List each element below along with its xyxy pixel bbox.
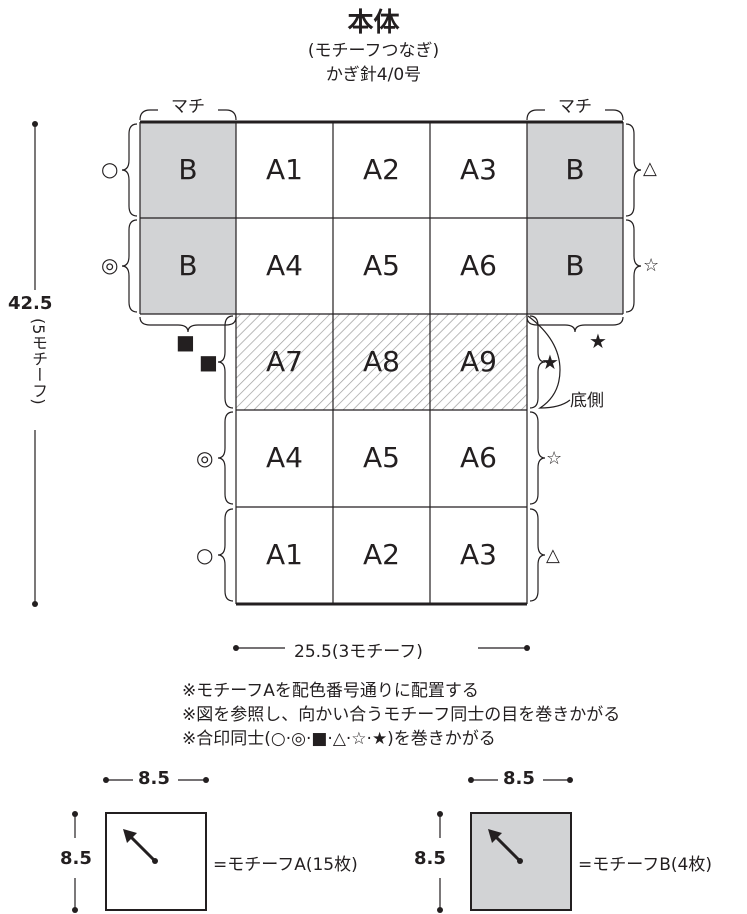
grid-cell: B [178,249,198,282]
triangle-mark: △ [546,545,560,566]
height-dimension: 42.5 [8,293,53,314]
motif-b-r1c1 [140,122,236,218]
note-line: ※モチーフAを配色番号通りに配置する [182,681,479,701]
grid-cell: A4 [266,441,303,474]
black-star-mark: ★ [541,350,559,374]
motif-b-r2c1 [140,218,236,314]
double-circle-mark: ◎ [196,446,214,470]
grid-cell: A6 [460,249,497,282]
grid-cell: A8 [363,345,400,378]
grid-cell: A7 [266,345,303,378]
grid-cell: A1 [266,153,303,186]
circle-mark: ○ [196,543,214,567]
grid-cell: A5 [363,441,400,474]
double-circle-mark: ◎ [101,253,119,277]
note-line: ※図を参照し、向かい合うモチーフ同士の目を巻きかがる [182,705,621,725]
grid-cell: A2 [363,153,400,186]
triangle-mark: △ [643,158,657,179]
black-star-mark: ★ [589,329,607,353]
height-motif-count: (5モチーフ) [29,318,48,405]
page-title: 本体 [347,8,400,38]
grid-cell: A4 [266,249,303,282]
star-mark: ☆ [546,448,563,469]
grid-cell: A1 [266,538,303,571]
bottom-hatched-row [236,314,527,410]
grid-cell: A9 [460,345,497,378]
legend-b-text: =モチーフB(4枚) [578,855,712,875]
bottom-side-label: 底側 [570,391,604,411]
machi-label-right: マチ [545,92,605,117]
subtitle: (モチーフつなぎ) [307,41,440,61]
grid-cell: B [565,249,585,282]
hook-size: かぎ針4/0号 [325,65,422,85]
legend-a-text: =モチーフA(15枚) [213,855,358,875]
legend-a-width: 8.5 [138,768,170,789]
motif-b-r1c5 [527,122,623,218]
grid-cell: A2 [363,538,400,571]
grid-cell: A3 [460,153,497,186]
legend-a-height: 8.5 [60,848,92,869]
legend-motif-b [437,777,573,913]
grid-cell: B [178,153,198,186]
legend-motif-a [72,777,209,913]
grid-cell: A6 [460,441,497,474]
grid-cell: A3 [460,538,497,571]
square-mark: ■ [199,350,218,374]
legend-b-width: 8.5 [503,768,535,789]
grid-cell: B [565,153,585,186]
width-dimension: 25.5(3モチーフ) [294,642,423,662]
square-mark: ■ [176,330,195,354]
legend-b-height: 8.5 [414,848,446,869]
star-mark: ☆ [643,255,660,276]
note-line: ※合印同士(○·◎·■·△·☆·★)を巻きかがる [182,729,496,749]
motif-b-r2c5 [527,218,623,314]
grid-cell: A5 [363,249,400,282]
circle-mark: ○ [101,157,119,181]
machi-label-left: マチ [158,92,218,117]
